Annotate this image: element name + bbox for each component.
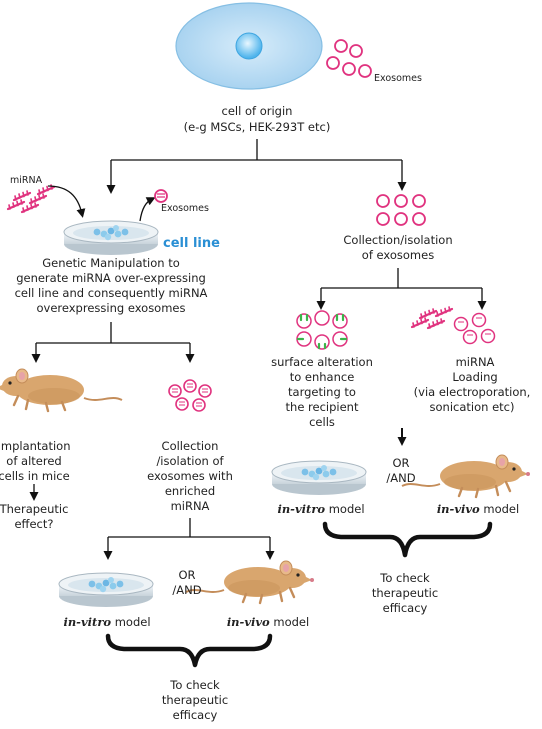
exosome-release-arrow bbox=[139, 197, 156, 222]
svg-text:Loading: Loading bbox=[452, 370, 497, 384]
svg-text:Therapeutic: Therapeutic bbox=[0, 502, 68, 516]
svg-text:/isolation of: /isolation of bbox=[156, 454, 224, 468]
svg-text:miRNA: miRNA bbox=[171, 499, 210, 513]
svg-text:Genetic Manipulation to: Genetic Manipulation to bbox=[42, 256, 180, 270]
svg-text:surface alteration: surface alteration bbox=[271, 355, 373, 369]
invitro-model-left: in-vitro model bbox=[63, 615, 150, 629]
invivo-model-right: in-vivo model bbox=[437, 502, 519, 516]
mouse-invivo-right bbox=[400, 453, 532, 499]
mirna-arrow bbox=[47, 185, 86, 218]
mirna-glyphs-right bbox=[410, 305, 454, 330]
check-efficacy-left: To check therapeutic efficacy bbox=[162, 678, 228, 722]
svg-text:the recipient: the recipient bbox=[286, 400, 359, 414]
svg-text:(via electroporation,: (via electroporation, bbox=[414, 385, 531, 399]
enriched-exosomes bbox=[168, 379, 212, 412]
svg-text:efficacy: efficacy bbox=[173, 708, 218, 722]
brace-right bbox=[322, 521, 493, 558]
svg-text:efficacy: efficacy bbox=[383, 601, 428, 615]
connector-right bbox=[316, 268, 487, 310]
cell-line-label: cell line bbox=[163, 236, 220, 251]
surface-alteration-text: surface alteration to enhance targeting … bbox=[271, 355, 373, 429]
mouse-implant bbox=[0, 367, 124, 413]
svg-text:Implantation: Implantation bbox=[0, 439, 71, 453]
svg-text:Collection/isolation: Collection/isolation bbox=[343, 233, 452, 247]
svg-text:therapeutic: therapeutic bbox=[162, 693, 228, 707]
connector-left-bottom bbox=[103, 518, 275, 560]
mouse-invivo-left bbox=[184, 559, 316, 605]
invivo-model-left: in-vivo model bbox=[227, 615, 309, 629]
svg-text:targeting to: targeting to bbox=[288, 385, 356, 399]
svg-text:enriched: enriched bbox=[165, 484, 215, 498]
or-and-right: OR /AND bbox=[386, 456, 415, 485]
invitro-dish-left bbox=[58, 572, 154, 608]
svg-text:cell line and consequently miR: cell line and consequently miRNA bbox=[15, 286, 208, 300]
svg-text:OR: OR bbox=[392, 456, 409, 470]
svg-text:generate miRNA over-expressing: generate miRNA over-expressing bbox=[16, 271, 206, 285]
svg-text:/AND: /AND bbox=[386, 471, 415, 485]
loaded-exosomes bbox=[453, 312, 496, 345]
svg-text:overexpressing exosomes: overexpressing exosomes bbox=[36, 301, 185, 315]
svg-text:To check: To check bbox=[169, 678, 220, 692]
svg-text:cells: cells bbox=[309, 415, 335, 429]
connector-left bbox=[31, 322, 195, 363]
cell-of-origin bbox=[175, 2, 323, 90]
svg-text:sonication etc): sonication etc) bbox=[430, 400, 515, 414]
exosomes-cluster-top bbox=[326, 39, 372, 78]
svg-text:exosomes with: exosomes with bbox=[147, 469, 233, 483]
surface-altered-exosomes bbox=[296, 310, 348, 350]
svg-text:of exosomes: of exosomes bbox=[362, 248, 434, 262]
exosomes-label-left: Exosomes bbox=[161, 203, 209, 214]
invitro-model-right: in-vitro model bbox=[277, 502, 364, 516]
collection-enriched-text: Collection /isolation of exosomes with e… bbox=[147, 439, 233, 513]
implantation-text: Implantation of altered cells in mice bbox=[0, 439, 71, 483]
svg-text:cells in mice: cells in mice bbox=[0, 469, 70, 483]
check-efficacy-right: To check therapeutic efficacy bbox=[372, 571, 438, 615]
exosome-left bbox=[154, 189, 168, 203]
collection-isolation-text: Collection/isolation of exosomes bbox=[343, 233, 452, 262]
svg-text:to enhance: to enhance bbox=[290, 370, 355, 384]
svg-text:effect?: effect? bbox=[14, 517, 53, 531]
collected-exosomes-grid bbox=[376, 194, 426, 226]
mirna-glyphs-left bbox=[6, 183, 56, 214]
invitro-dish-right bbox=[271, 460, 367, 496]
connector-top bbox=[106, 139, 407, 194]
svg-text:of altered: of altered bbox=[6, 454, 61, 468]
mirna-label: miRNA bbox=[10, 175, 43, 186]
brace-left bbox=[105, 633, 273, 668]
svg-text:therapeutic: therapeutic bbox=[372, 586, 438, 600]
mirna-loading-text: miRNA Loading (via electroporation, soni… bbox=[414, 355, 531, 414]
svg-text:/AND: /AND bbox=[172, 583, 201, 597]
svg-text:miRNA: miRNA bbox=[456, 355, 495, 369]
svg-text:To check: To check bbox=[379, 571, 430, 585]
svg-text:Collection: Collection bbox=[162, 439, 219, 453]
genetic-manipulation-text: Genetic Manipulation to generate miRNA o… bbox=[15, 256, 208, 315]
exosomes-label-top: Exosomes bbox=[374, 73, 422, 84]
or-and-left: OR /AND bbox=[172, 568, 201, 597]
svg-text:OR: OR bbox=[178, 568, 195, 582]
cell-origin-examples: (e-g MSCs, HEK-293T etc) bbox=[184, 120, 331, 134]
cell-origin-label: cell of origin bbox=[222, 104, 293, 118]
therapeutic-effect-text: Therapeutic effect? bbox=[0, 502, 68, 531]
cell-line-dish bbox=[63, 220, 159, 256]
